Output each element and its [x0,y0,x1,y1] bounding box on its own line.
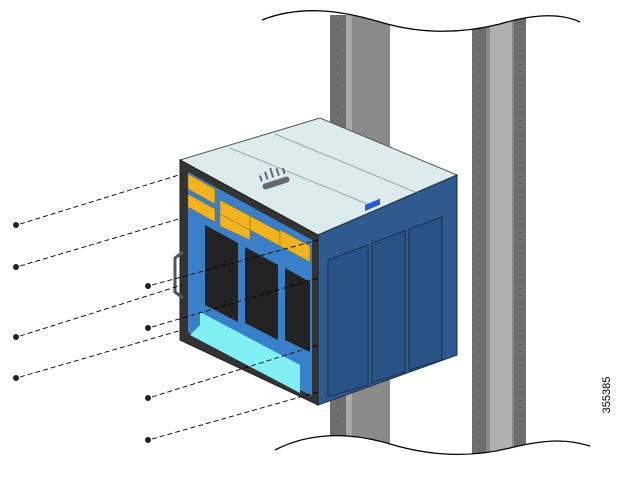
figure-id-label: 355385 [601,376,613,414]
screw-icon [13,264,19,270]
screw-icon [145,437,151,443]
handle [173,250,184,300]
screw-icon [13,334,19,340]
cisco-logo [258,167,290,190]
screw-icon [145,283,151,289]
screw-icon [13,375,19,381]
screw-icon [13,222,19,228]
chassis [173,117,459,406]
fan-slots [187,173,311,263]
line-card-slots [205,225,310,352]
break-line-bottom [275,435,590,485]
screw-icon [145,325,151,331]
screw-guides [19,173,319,440]
screw-icon [145,395,151,401]
rack-post-right [472,15,526,470]
break-line-top [262,0,580,32]
screws [13,222,151,443]
